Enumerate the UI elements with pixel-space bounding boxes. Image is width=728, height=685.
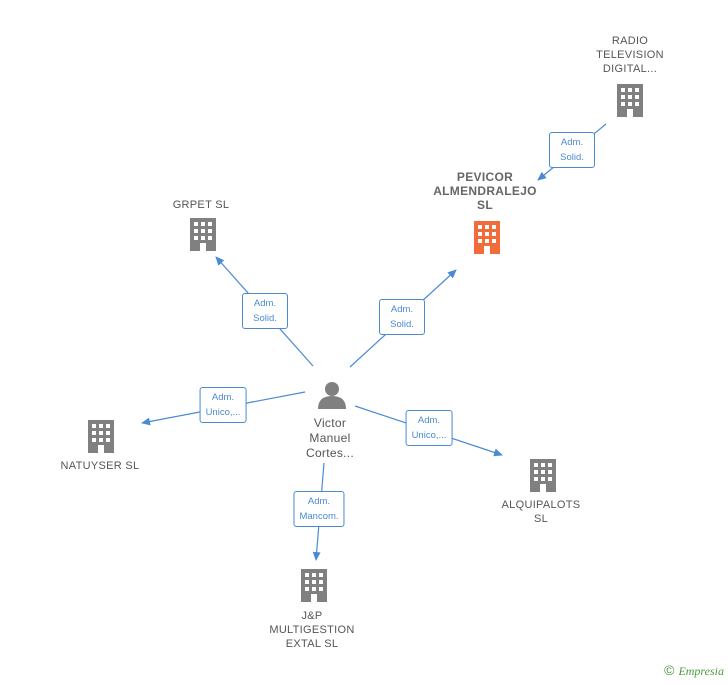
node-label-person[interactable]: Victor Manuel Cortes... [305, 416, 355, 460]
building-icon-grpet[interactable] [190, 218, 216, 251]
building-icon-natuyser[interactable] [88, 420, 114, 453]
edge-label-person-jp[interactable]: Adm. Mancom. [293, 491, 345, 527]
edge-label-radio-pevicor[interactable]: Adm. Solid. [549, 132, 595, 168]
building-icon-jp[interactable] [301, 569, 327, 602]
edge-label-person-pevicor[interactable]: Adm. Solid. [379, 299, 425, 335]
copyright-symbol: © [664, 662, 675, 678]
edge-label-person-natuyser[interactable]: Adm. Unico,... [199, 387, 247, 423]
node-label-natuyser[interactable]: NATUYSER SL [60, 460, 140, 472]
node-label-radio[interactable]: RADIO TELEVISION DIGITAL... [596, 35, 664, 75]
node-label-pevicor[interactable]: PEVICOR ALMENDRALEJO SL [433, 170, 537, 212]
nodes-layer [88, 84, 643, 602]
building-icon-pevicor[interactable] [474, 221, 500, 254]
edge-label-person-grpet[interactable]: Adm. Solid. [242, 293, 288, 329]
brand-name: Empresia [678, 664, 724, 678]
node-label-alquipalots[interactable]: ALQUIPALOTS SL [501, 499, 581, 525]
node-label-grpet[interactable]: GRPET SL [172, 199, 230, 211]
footer-brand[interactable]: ©Empresia [664, 662, 724, 679]
node-label-jp[interactable]: J&P MULTIGESTION EXTAL SL [269, 610, 355, 650]
edge-label-person-alquipalots[interactable]: Adm. Unico,... [405, 410, 453, 446]
building-icon-alquipalots[interactable] [530, 459, 556, 492]
building-icon-radio[interactable] [617, 84, 643, 117]
person-icon[interactable] [318, 382, 346, 409]
